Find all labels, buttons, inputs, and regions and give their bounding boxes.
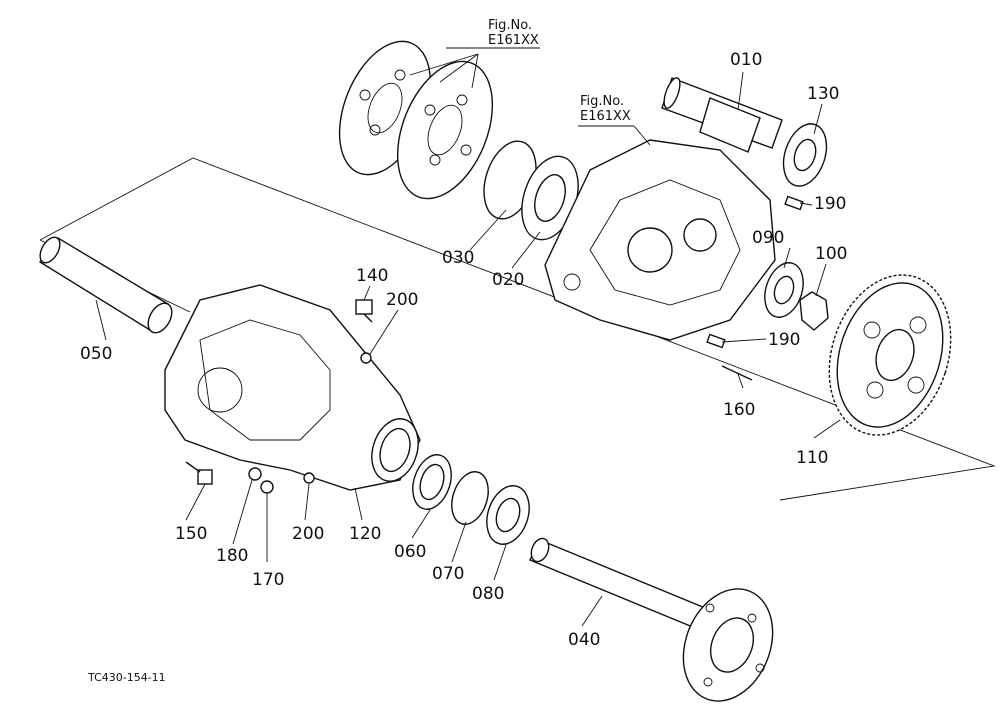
bearing-090 bbox=[764, 262, 804, 318]
stud-160 bbox=[721, 365, 753, 381]
tube-050 bbox=[38, 236, 173, 334]
figure-reference-center: Fig.No. E161XX bbox=[580, 94, 631, 124]
axle-shaft-040 bbox=[529, 537, 774, 702]
part-label-130: 130 bbox=[807, 84, 840, 104]
friction-disc-2 bbox=[396, 60, 494, 200]
figure-ref-line1: Fig.No. bbox=[580, 94, 625, 109]
rear-axle-case-120 bbox=[164, 284, 421, 491]
bolt-140 bbox=[355, 299, 373, 323]
part-label-160: 160 bbox=[723, 400, 756, 420]
part-label-140: 140 bbox=[356, 266, 389, 286]
input-shaft-010 bbox=[661, 77, 783, 153]
gear-110 bbox=[828, 274, 952, 436]
bearing-020 bbox=[521, 155, 579, 241]
washer-200-lower bbox=[303, 472, 315, 484]
part-label-120: 120 bbox=[349, 524, 382, 544]
part-label-080: 080 bbox=[472, 584, 505, 604]
snap-ring-070 bbox=[451, 471, 489, 525]
washer-180 bbox=[248, 467, 262, 481]
drawing-number: TC430-154-11 bbox=[88, 671, 166, 684]
nut-170 bbox=[260, 480, 274, 494]
part-label-050: 050 bbox=[80, 344, 113, 364]
bolt-150 bbox=[185, 461, 213, 485]
figure-reference-upper-left: Fig.No. E161XX bbox=[488, 18, 539, 48]
part-label-100: 100 bbox=[815, 244, 848, 264]
leader-lines bbox=[95, 47, 841, 627]
part-label-200-upper: 200 bbox=[386, 290, 419, 310]
oil-seal-060 bbox=[412, 454, 452, 510]
nut-100 bbox=[799, 291, 829, 331]
part-label-010: 010 bbox=[730, 50, 763, 70]
part-label-190-upper: 190 bbox=[814, 194, 847, 214]
part-label-090: 090 bbox=[752, 228, 785, 248]
part-label-020: 020 bbox=[492, 270, 525, 290]
figure-ref-line2: E161XX bbox=[488, 33, 539, 48]
part-label-070: 070 bbox=[432, 564, 465, 584]
part-label-060: 060 bbox=[394, 542, 427, 562]
part-label-040: 040 bbox=[568, 630, 601, 650]
part-label-200-lower: 200 bbox=[292, 524, 325, 544]
part-label-110: 110 bbox=[796, 448, 829, 468]
figure-ref-line2: E161XX bbox=[580, 109, 631, 124]
clutch-housing-cover bbox=[544, 139, 776, 341]
part-label-030: 030 bbox=[442, 248, 475, 268]
bearing-130 bbox=[782, 123, 828, 187]
part-label-170: 170 bbox=[252, 570, 285, 590]
part-label-180: 180 bbox=[216, 546, 249, 566]
part-label-190-lower: 190 bbox=[768, 330, 801, 350]
part-label-150: 150 bbox=[175, 524, 208, 544]
pin-190-upper bbox=[784, 195, 804, 211]
washer-200-upper bbox=[360, 352, 372, 364]
pin-190-lower bbox=[706, 333, 726, 349]
bearing-080 bbox=[486, 485, 530, 545]
figure-ref-line1: Fig.No. bbox=[488, 18, 533, 33]
